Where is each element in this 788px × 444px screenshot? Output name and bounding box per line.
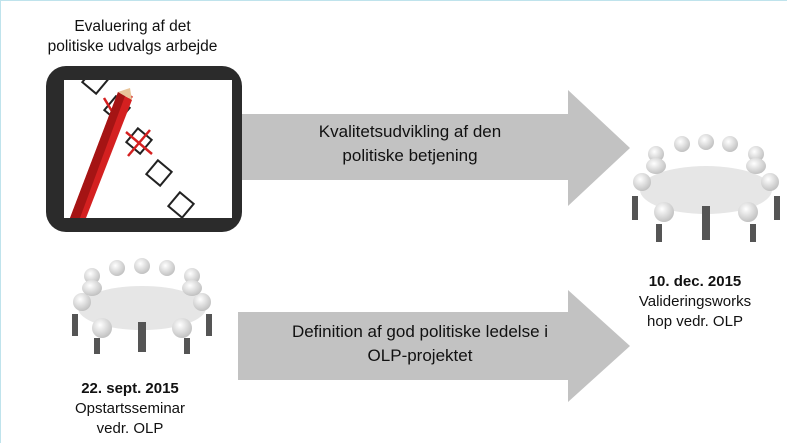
event-end-date: 10. dec. 2015 [648, 273, 742, 290]
event-end-line2: hop vedr. OLP [647, 313, 743, 330]
meeting-table-icon [632, 134, 780, 242]
event-end-caption: 10. dec. 2015 Valideringsworks hop vedr.… [600, 272, 788, 332]
arrow-top [238, 90, 630, 206]
event-start-date: 22. sept. 2015 [81, 380, 179, 397]
meeting-table-icon [72, 258, 212, 354]
event-start-caption: 22. sept. 2015 Opstartsseminar vedr. OLP [40, 379, 220, 439]
top-caption: Evaluering af det politiske udvalgs arbe… [0, 17, 265, 57]
event-start-line1: Opstartsseminar [74, 400, 186, 417]
arrow-bottom-line2: OLP-projektet [367, 346, 473, 365]
top-caption-line1: Evaluering af det [74, 18, 191, 35]
arrow-top-label: Kvalitetsudvikling af den politiske betj… [240, 120, 580, 168]
arrow-bottom [238, 290, 630, 402]
arrow-bottom-line1: Definition af god politiske ledelse i [291, 322, 549, 341]
arrow-top-line1: Kvalitetsudvikling af den [318, 122, 502, 141]
event-start-line2: vedr. OLP [96, 420, 164, 437]
checklist-pencil-icon [46, 66, 242, 232]
top-caption-line2: politiske udvalgs arbejde [47, 38, 218, 55]
event-end-line1: Valideringsworks [638, 293, 752, 310]
arrow-top-line2: politiske betjening [342, 146, 478, 165]
arrow-bottom-label: Definition af god politiske ledelse i OL… [240, 320, 600, 368]
